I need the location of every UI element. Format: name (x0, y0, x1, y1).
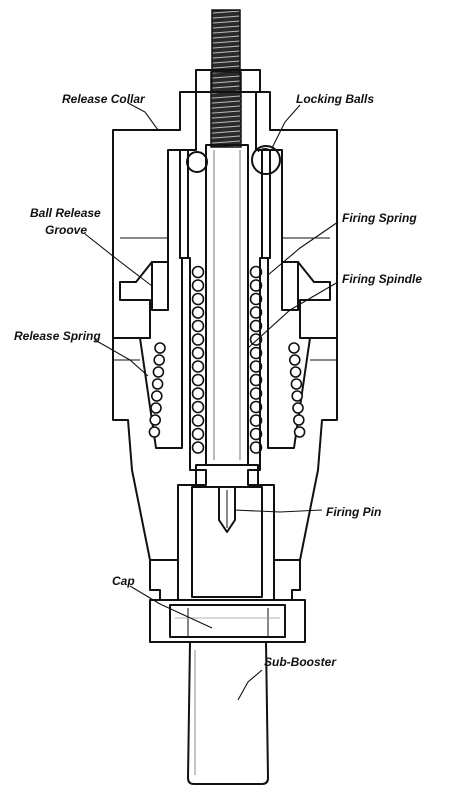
release-spring-coil (151, 378, 164, 390)
release-spring-coil (293, 426, 306, 438)
firing-spring-coil (249, 279, 263, 292)
firing-spindle (205, 144, 249, 466)
firing-spring-coil (191, 306, 205, 319)
firing-spring-coil (191, 400, 205, 414)
release-spring-coil (289, 366, 302, 378)
lower-skirt (149, 559, 301, 601)
firing-spring (191, 265, 263, 454)
cap (149, 599, 306, 643)
release-spring-coil (288, 342, 300, 354)
firing-spring-coil (191, 427, 205, 441)
inner-bore (191, 486, 263, 598)
locking-ball-left (186, 151, 208, 173)
firing-spring-coil (191, 319, 205, 333)
firing-spring-coil (249, 265, 263, 279)
label-firing-spring: Firing Spring (342, 211, 417, 225)
release-spring-coil (148, 426, 161, 438)
label-cap: Cap (112, 574, 135, 588)
locking-ball-right (251, 145, 281, 175)
firing-spring-coil (249, 387, 263, 400)
release-spring-coil (153, 354, 165, 366)
label-firing-spindle: Firing Spindle (342, 272, 422, 286)
firing-spring-coil (191, 292, 205, 306)
release-spring-coil (292, 414, 305, 426)
leader-lines (84, 102, 339, 701)
firing-spring-coil (249, 292, 263, 306)
release-spring-coil (150, 402, 162, 414)
ball-release-groove (151, 261, 299, 311)
release-spring-coil (154, 342, 166, 354)
firing-spring-coil (249, 360, 263, 373)
firing-spring-coil (249, 414, 263, 427)
firing-spring-coil (249, 346, 263, 360)
label-firing-pin: Firing Pin (326, 505, 381, 519)
release-spring-coil (291, 390, 304, 402)
labels: Release Collar Locking Balls Ball Releas… (14, 92, 422, 669)
threaded-stem (210, 9, 242, 148)
firing-spring-coil (191, 360, 205, 373)
lower-body (112, 257, 338, 561)
firing-spring-coil (191, 279, 205, 292)
firing-spring-coil (249, 427, 263, 441)
firing-spring-coil (191, 265, 205, 279)
label-sub-booster: Sub-Booster (264, 655, 337, 669)
release-spring-coil (152, 366, 165, 378)
sub-booster (187, 641, 269, 785)
firing-spring-coil (191, 441, 205, 454)
label-release-collar: Release Collar (62, 92, 146, 106)
firing-spring-coil (191, 346, 205, 360)
firing-spring-coil (249, 373, 263, 387)
firing-spring-coil (191, 333, 205, 346)
firing-spring-coil (249, 319, 263, 333)
firing-spring-coil (249, 333, 263, 346)
top-nut (195, 69, 261, 93)
release-spring-coil (149, 414, 161, 426)
guide-sleeve (179, 149, 271, 259)
label-ball-release-groove-line1: Ball Release (30, 206, 101, 220)
release-spring-coil (151, 390, 163, 402)
label-release-spring: Release Spring (14, 329, 101, 343)
label-ball-release-groove-line2: Groove (45, 223, 87, 237)
firing-spring-coil (191, 373, 205, 387)
label-locking-balls: Locking Balls (296, 92, 374, 106)
release-spring-coil (288, 354, 301, 366)
release-spring-coil (292, 402, 304, 414)
release-spring-coil (290, 378, 303, 390)
firing-spring-coil (249, 306, 263, 319)
firing-spring-coil (249, 441, 263, 454)
firing-spring-coil (249, 400, 263, 414)
firing-spring-coil (191, 387, 205, 400)
release-spring (148, 342, 306, 438)
firing-spring-coil (191, 414, 205, 427)
